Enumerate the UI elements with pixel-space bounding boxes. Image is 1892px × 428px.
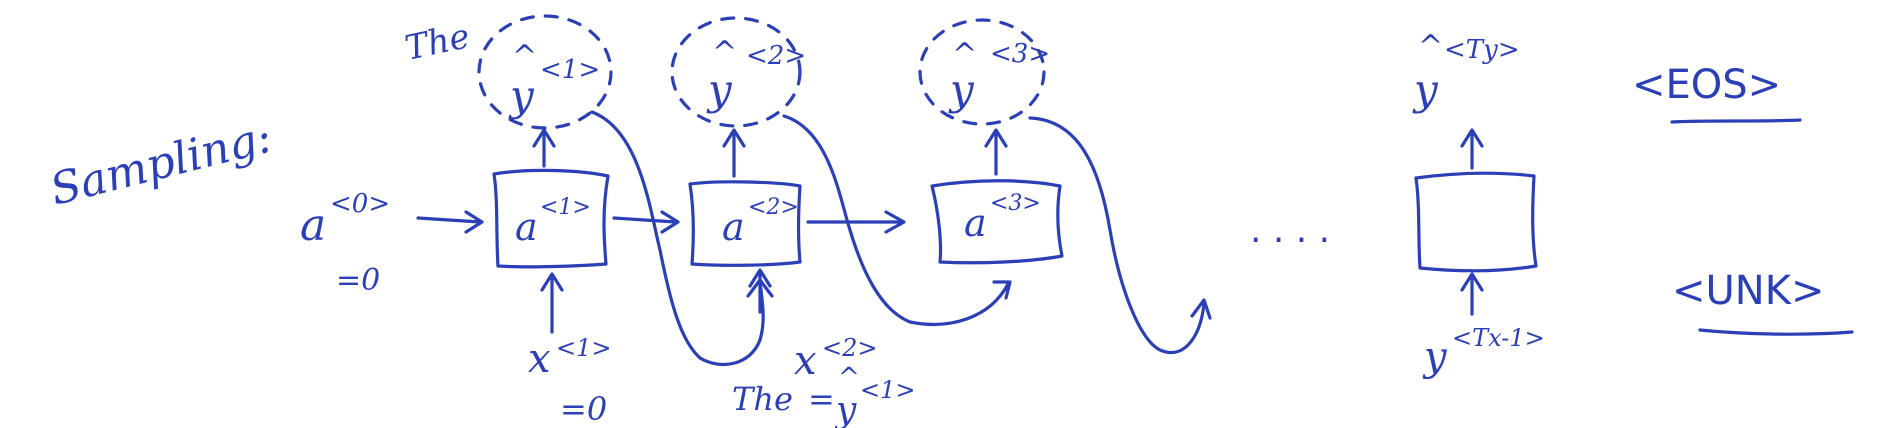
y2-superscript: <2>	[746, 41, 806, 71]
rnn-cell-1	[492, 168, 610, 269]
arrow-cell1-to-cell2	[612, 210, 680, 234]
eos-underline	[1670, 118, 1802, 124]
eos-token: <EOS>	[1632, 62, 1781, 108]
yTy-label: y	[1412, 65, 1439, 114]
sampling-title: Sampling:	[45, 112, 276, 216]
y3-superscript: <3>	[990, 39, 1050, 69]
unk-token: <UNK>	[1672, 268, 1824, 314]
y1-superscript: <1>	[540, 55, 600, 85]
x1-label: x	[528, 336, 551, 382]
y1-label: y	[508, 71, 535, 120]
yTy-superscript: <Ty>	[1444, 35, 1520, 65]
cell-3-label: a	[964, 201, 987, 245]
arrow-final-cell-to-yTy	[1460, 128, 1484, 170]
cell-3-superscript: <3>	[990, 191, 1041, 216]
arrow-x2-to-cell2	[748, 268, 772, 314]
ellipsis: · · · ·	[1250, 220, 1330, 261]
rnn-cell-2	[688, 180, 802, 267]
cell-2-label: a	[722, 205, 745, 249]
arrow-a0-to-cell1	[416, 210, 484, 234]
initial-state-superscript: <0>	[330, 189, 390, 219]
sampled-word-the: The	[402, 16, 474, 69]
arrow-cell2-to-y2	[722, 128, 746, 178]
feedback-y1-to-x2	[590, 110, 774, 366]
y2-label: y	[706, 65, 733, 114]
feedback-y3-to-next	[1028, 116, 1212, 355]
feedback-y2-to-x3	[782, 114, 1012, 326]
yTx-label: y	[1422, 334, 1448, 380]
arrow-cell3-to-y3	[984, 128, 1008, 176]
y3-hat: ^	[952, 37, 977, 72]
initial-state-label: a	[300, 200, 326, 251]
cell-2-superscript: <2>	[748, 195, 799, 220]
cell-1-superscript: <1>	[540, 195, 591, 220]
feed-note-word: The	[732, 380, 793, 418]
x2-superscript: <2>	[822, 334, 878, 362]
yTy-hat: ^	[1418, 29, 1443, 64]
x1-note: =0	[560, 390, 607, 428]
cell-1-label: a	[515, 205, 538, 249]
x2-label: x	[794, 338, 817, 384]
feed-note-symbol: y	[834, 390, 857, 428]
rnn-cell-3	[930, 179, 1064, 265]
initial-state-value: =0	[336, 263, 380, 298]
feed-note-hat: ^	[838, 363, 860, 393]
y3-sample-circle	[918, 18, 1046, 126]
y2-hat: ^	[712, 35, 737, 70]
rnn-cell-final	[1414, 171, 1538, 273]
arrow-yTx-to-final-cell	[1460, 272, 1484, 316]
y1-sample-circle	[477, 14, 613, 130]
y2-sample-circle	[670, 16, 802, 128]
arrow-cell1-to-y1	[532, 128, 556, 168]
x1-superscript: <1>	[556, 334, 612, 362]
feed-note-superscript: <1>	[860, 376, 916, 404]
y3-label: y	[948, 65, 975, 114]
yTx-superscript: <Tx-1>	[1452, 324, 1545, 352]
y1-hat: ^	[512, 39, 537, 74]
feed-note-equals: =	[808, 380, 835, 418]
unk-underline	[1698, 328, 1854, 336]
arrow-x1-to-cell1	[540, 272, 564, 334]
arrow-cell2-to-cell3	[806, 210, 906, 234]
